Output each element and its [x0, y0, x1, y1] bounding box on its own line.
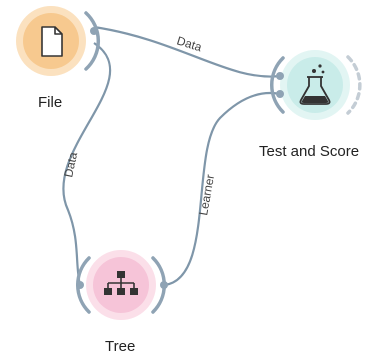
link-file-to-test[interactable]	[93, 25, 281, 78]
link-label-tree-to-test: Learner	[196, 173, 217, 216]
link-label-file-to-tree: Data	[61, 151, 80, 179]
node-label-file: File	[38, 94, 63, 111]
node-tree[interactable]	[75, 250, 168, 320]
output-channel-arc[interactable]	[346, 55, 362, 115]
output-anchor-dot[interactable]	[160, 281, 168, 289]
input-channel-arc[interactable]	[269, 56, 285, 114]
node-label-tree: Tree	[105, 338, 136, 355]
output-channel-arc[interactable]	[84, 11, 100, 71]
node-label-test-and-score: Test and Score	[259, 143, 360, 160]
node-test-and-score[interactable]	[269, 50, 362, 120]
output-anchor-dot[interactable]	[90, 27, 98, 35]
input-anchor-dot[interactable]	[276, 90, 284, 98]
input-anchor-dot[interactable]	[76, 281, 84, 289]
document-icon	[41, 26, 63, 57]
input-anchor-dot[interactable]	[276, 72, 284, 80]
hierarchy-icon	[104, 271, 138, 295]
link-tree-to-test[interactable]	[163, 92, 281, 287]
flask-icon	[299, 64, 331, 105]
link-file-to-tree[interactable]	[62, 42, 112, 286]
node-file[interactable]	[16, 6, 100, 76]
